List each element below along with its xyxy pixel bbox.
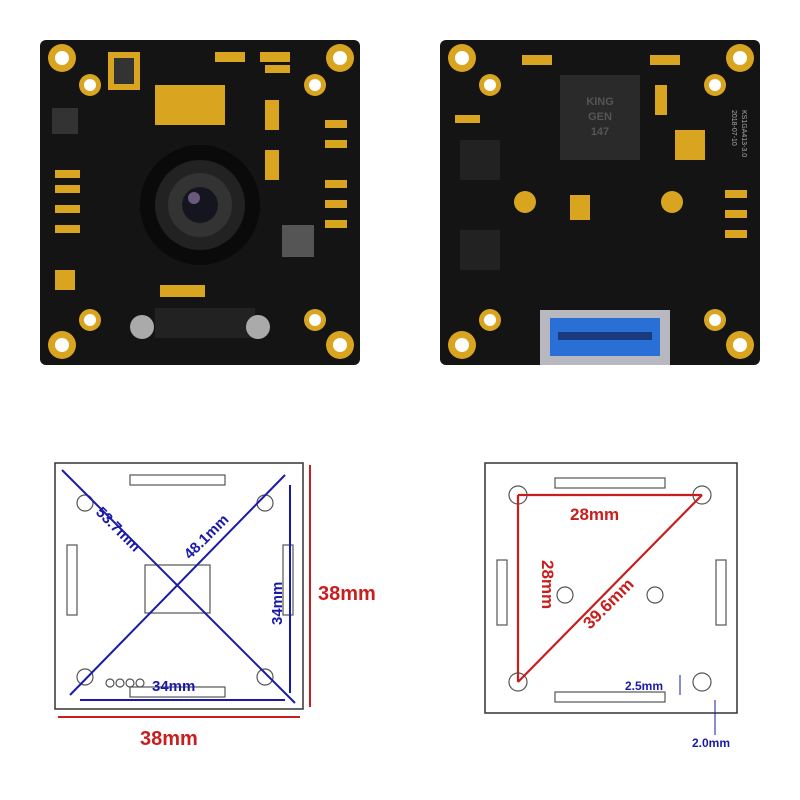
front-connector — [155, 308, 255, 338]
back-board-photo: KING GEN 147 2018-07-10 KS1GA413-3.0 — [440, 40, 760, 365]
back-mount-pads — [448, 44, 754, 359]
board-slots — [66, 474, 294, 698]
dimension-diagram-right: 28mm 28mm 39.6mm 2.5mm 2.0mm — [480, 460, 770, 760]
board-outline — [54, 462, 304, 710]
inductor-1 — [52, 108, 78, 134]
silk-model: KS1GA413-3.0 — [740, 110, 747, 157]
front-board-photo — [40, 40, 360, 365]
inductor-2 — [282, 225, 314, 257]
chip-text-line3: 147 — [591, 126, 609, 138]
screw-left — [130, 315, 154, 339]
back-screw-right — [661, 191, 683, 213]
label-edge: 2.0mm — [692, 736, 730, 750]
silk-date: 2018-07-10 — [730, 110, 737, 146]
label-hole-d: 2.5mm — [625, 679, 663, 693]
gold-pad — [155, 85, 225, 125]
back-smd-components — [455, 55, 747, 238]
chip-text-line1: KING — [586, 96, 614, 108]
crystal — [570, 195, 590, 220]
red-triangle — [516, 493, 703, 683]
back-pcb — [440, 40, 760, 365]
blue-diagonals — [61, 469, 296, 704]
label-diag: 39.6mm — [579, 575, 637, 633]
label-outer-h: 38mm — [318, 583, 376, 605]
label-top: 28mm — [570, 505, 619, 524]
label-diag1: 53.7mm — [92, 504, 144, 556]
label-inner-w: 34mm — [152, 678, 195, 695]
label-left: 28mm — [538, 560, 557, 609]
front-mount-pads — [48, 44, 354, 359]
front-smd-components — [55, 52, 347, 297]
screw-right — [246, 315, 270, 339]
back-screw-left — [514, 191, 536, 213]
board-outline-right — [484, 462, 738, 714]
dimension-diagram-left: 53.7mm 48.1mm 34mm 34mm 38mm 38mm — [40, 455, 400, 760]
label-inner-h: 34mm — [269, 582, 286, 625]
blue-small-dims — [679, 675, 716, 735]
soic-chip-2 — [460, 230, 500, 270]
red-outer-dims — [58, 465, 311, 718]
soic-chip-1 — [460, 140, 500, 180]
label-outer-w: 38mm — [140, 728, 198, 750]
main-chip — [560, 75, 640, 160]
chip-text-line2: GEN — [588, 111, 612, 123]
